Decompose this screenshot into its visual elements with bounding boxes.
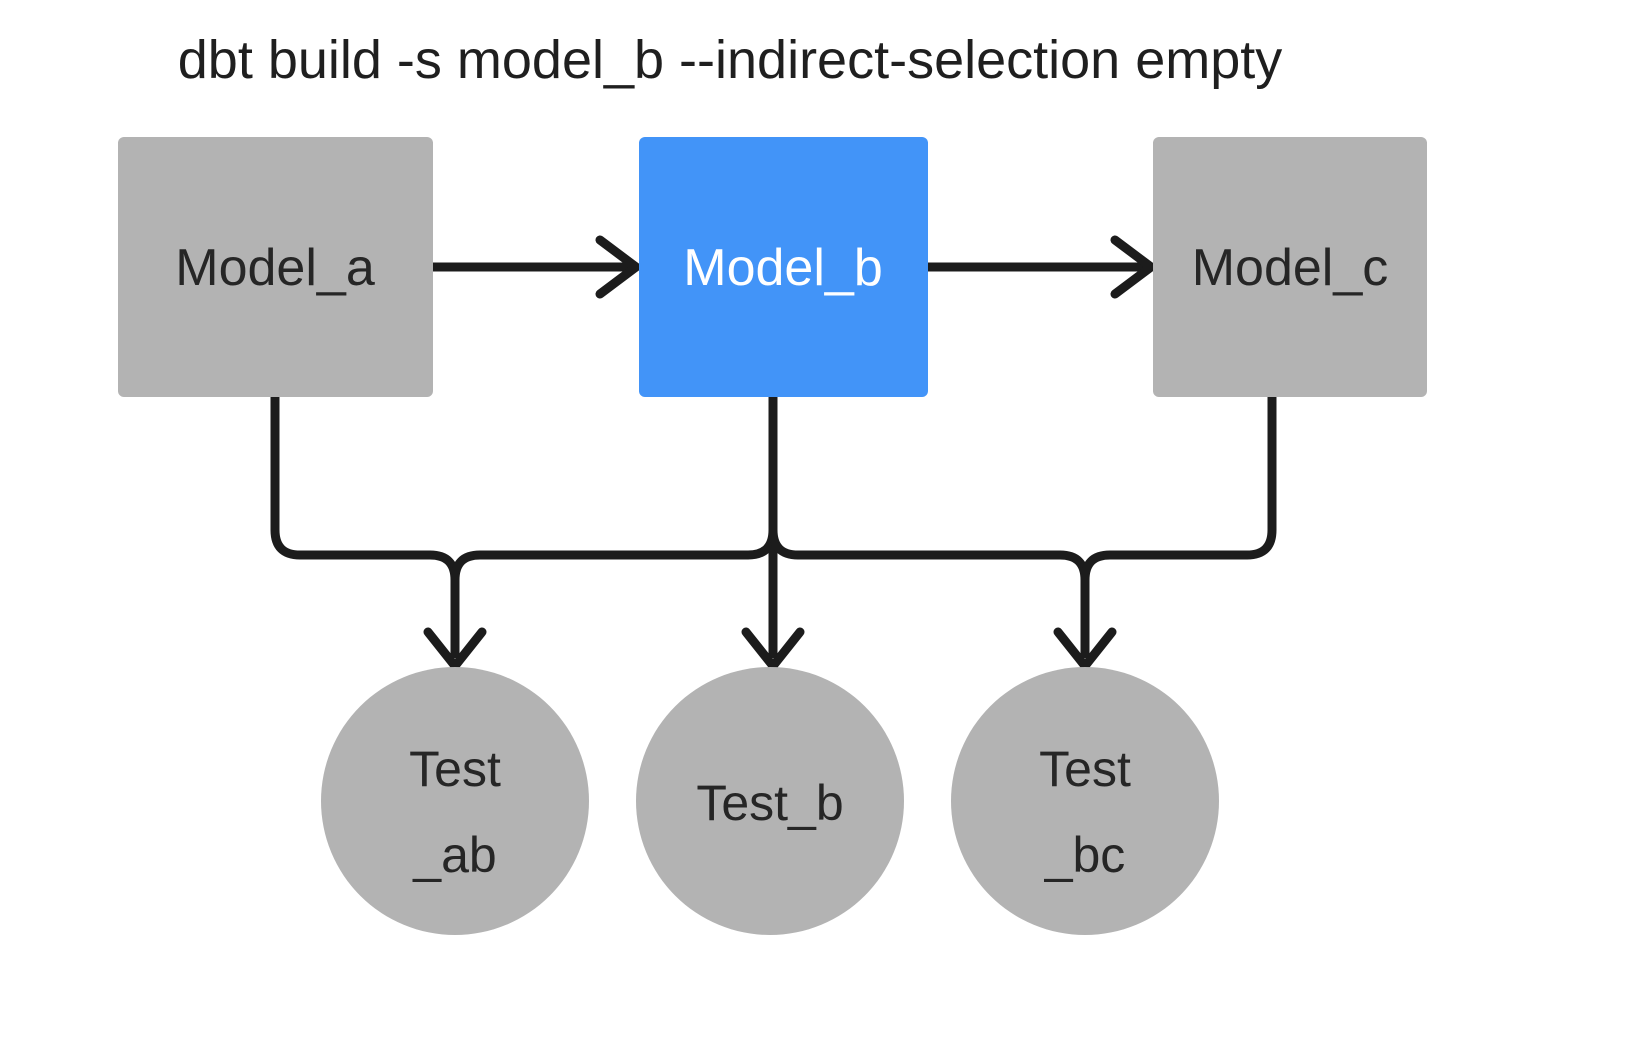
node-test-ab[interactable]: Test _ab [321, 667, 589, 935]
arrowhead-model-b-to-model-c-icon [1110, 235, 1156, 299]
node-test-bc-label-line1: Test [1039, 741, 1131, 797]
node-test-ab-shape[interactable] [321, 667, 589, 935]
node-test-b-shape[interactable] [636, 667, 904, 935]
test-node-layer: Test _ab Test_b Test _bc [321, 667, 1219, 935]
node-model-a[interactable]: Model_a [118, 137, 433, 397]
edge-model-a-to-test-ab [270, 397, 460, 658]
node-test-bc-label-line2: _bc [1044, 827, 1126, 883]
arrowhead-into-test-ab-icon [423, 627, 487, 671]
node-test-ab-label-line2: _ab [412, 827, 496, 883]
node-model-b-shape[interactable] [639, 137, 928, 397]
arrowhead-model-a-to-model-b-icon [595, 235, 641, 299]
edge-model-c-to-test-bc [1080, 397, 1277, 581]
diagram-title: dbt build -s model_b --indirect-selectio… [178, 30, 1283, 90]
node-test-b[interactable]: Test_b [636, 667, 904, 935]
node-test-bc-shape[interactable] [951, 667, 1219, 935]
edge-model-b-to-test-ab [450, 529, 778, 581]
arrowhead-into-test-bc-icon [1053, 627, 1117, 671]
node-model-c-label: Model_c [1192, 239, 1389, 297]
node-model-a-label: Model_a [175, 239, 375, 297]
model-node-layer: Model_a Model_b Model_c [118, 137, 1427, 397]
edge-model-b-to-test-bc [768, 529, 1090, 658]
node-model-b[interactable]: Model_b [639, 137, 928, 397]
node-model-c-shape[interactable] [1153, 137, 1427, 397]
edge-layer [270, 235, 1277, 671]
node-model-c[interactable]: Model_c [1153, 137, 1427, 397]
node-test-ab-label-line1: Test [409, 741, 501, 797]
node-test-bc[interactable]: Test _bc [951, 667, 1219, 935]
node-model-a-shape[interactable] [118, 137, 433, 397]
node-model-b-label: Model_b [683, 239, 882, 297]
arrowhead-into-test-b-icon [741, 627, 805, 671]
node-test-b-label-line1: Test_b [696, 775, 843, 831]
